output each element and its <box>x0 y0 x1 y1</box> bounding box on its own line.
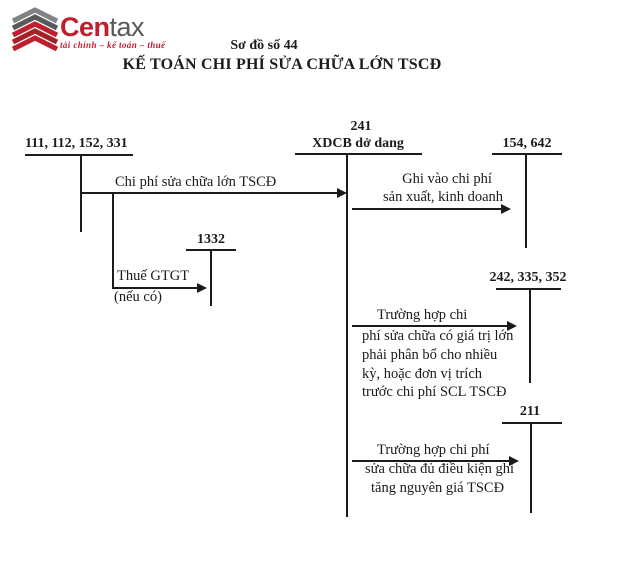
flow-label-to-expense-line2: sản xuất, kinh doanh <box>382 189 504 205</box>
flow-line-repair-cost <box>82 192 338 194</box>
flow-label-to-deferred-line1: Trường hợp chi <box>377 307 468 323</box>
account-label-fixed-asset: 211 <box>519 404 541 419</box>
flow-label-vat-line1: Thuế GTGT <box>117 268 190 284</box>
flow-line-to-asset <box>352 460 510 462</box>
flow-label-repair-cost: Chi phí sửa chữa lớn TSCĐ <box>115 174 277 190</box>
account-label-expense: 154, 642 <box>502 136 552 151</box>
taccount-stem-cip <box>346 153 348 517</box>
flow-branch-vat <box>112 192 114 289</box>
flow-label-to-deferred-line2: phí sửa chữa có giá trị lớn <box>362 328 514 344</box>
page-title: KẾ TOÁN CHI PHÍ SỬA CHỮA LỚN TSCĐ <box>122 56 442 73</box>
taccount-topline-cip <box>295 153 422 155</box>
account-name-cip: XDCB dở dang <box>312 136 404 151</box>
account-label-vat: 1332 <box>197 232 225 247</box>
taccount-topline-expense <box>492 153 562 155</box>
account-label-payment: 111, 112, 152, 331 <box>25 136 128 151</box>
taccount-stem-fixed-asset <box>530 422 532 513</box>
flow-line-vat <box>112 287 198 289</box>
centax-logo-icon <box>9 5 61 58</box>
flow-label-vat-line2: (nếu có) <box>114 289 162 305</box>
flow-label-to-deferred-line4: kỳ, hoặc đơn vị trích <box>362 366 483 382</box>
arrowhead-to-deferred <box>507 321 517 331</box>
flow-line-to-expense <box>352 208 502 210</box>
centax-logo-wordmark: Centax <box>60 12 145 43</box>
flow-label-to-asset-line3: tăng nguyên giá TSCĐ <box>371 480 505 496</box>
brand-suffix: tax <box>109 12 145 42</box>
taccount-stem-payment <box>80 154 82 232</box>
flow-line-to-deferred <box>352 325 508 327</box>
account-label-deferred: 242, 335, 352 <box>489 270 567 285</box>
flow-label-to-expense-line1: Ghi vào chi phí <box>402 171 492 187</box>
arrowhead-vat <box>197 283 207 293</box>
flow-label-to-deferred-line5: trước chi phí SCL TSCĐ <box>362 384 507 400</box>
taccount-topline-payment <box>25 154 133 156</box>
account-number-cip: 241 <box>350 119 372 134</box>
taccount-topline-deferred <box>496 288 561 290</box>
flow-label-to-asset-line1: Trường hợp chi phí <box>377 442 490 458</box>
arrowhead-repair-cost <box>337 188 347 198</box>
flow-label-to-deferred-line3: phải phân bổ cho nhiều <box>362 347 498 363</box>
arrowhead-to-asset <box>509 456 519 466</box>
logo-tagline: tài chính – kế toán – thuế <box>60 40 166 50</box>
arrowhead-to-expense <box>501 204 511 214</box>
taccount-stem-deferred <box>529 288 531 383</box>
flow-label-to-asset-line2: sửa chữa đủ điều kiện ghi <box>365 461 515 477</box>
taccount-topline-fixed-asset <box>502 422 562 424</box>
brand-prefix: Cen <box>60 12 110 42</box>
taccount-stem-vat <box>210 249 212 306</box>
taccount-stem-expense <box>525 153 527 248</box>
scheme-number: Sơ đồ số 44 <box>230 38 298 53</box>
